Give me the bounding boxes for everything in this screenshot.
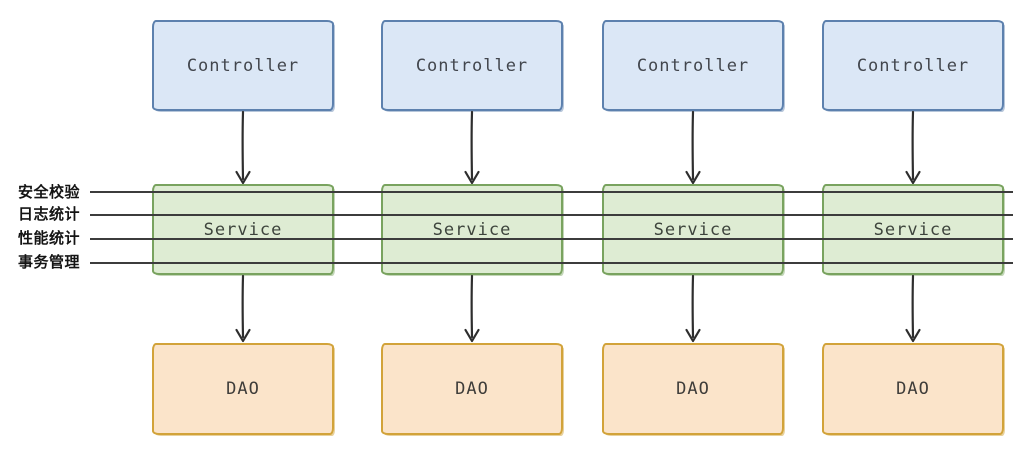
controller-label: Controller	[415, 55, 529, 76]
aspect-line-transaction-management	[90, 262, 1013, 264]
arrow-down-icon	[235, 111, 251, 185]
dao-label: DAO	[455, 379, 489, 399]
dao-box-4: DAO	[822, 343, 1004, 435]
aspect-label-security-check: 安全校验	[18, 184, 81, 201]
service-box-1: Service	[152, 184, 334, 275]
service-box-2: Service	[381, 184, 563, 275]
arrow-down-icon	[905, 111, 921, 185]
service-label: Service	[653, 219, 733, 240]
dao-label: DAO	[896, 379, 930, 399]
arrow-down-icon	[464, 275, 480, 343]
dao-box-1: DAO	[152, 343, 334, 435]
aspect-label-log-statistics: 日志统计	[18, 206, 81, 223]
controller-label: Controller	[636, 55, 750, 76]
controller-box-1: Controller	[152, 20, 334, 111]
service-label: Service	[432, 219, 512, 240]
arrow-down-icon	[235, 275, 251, 343]
dao-label: DAO	[226, 379, 260, 399]
arrow-down-icon	[464, 111, 480, 185]
controller-box-3: Controller	[602, 20, 784, 111]
controller-box-2: Controller	[381, 20, 563, 111]
aspect-label-transaction-management: 事务管理	[18, 254, 81, 271]
service-box-3: Service	[602, 184, 784, 275]
dao-label: DAO	[676, 379, 710, 399]
arrow-down-icon	[685, 111, 701, 185]
aspect-line-log-statistics	[90, 214, 1013, 216]
dao-box-2: DAO	[381, 343, 563, 435]
arrow-down-icon	[905, 275, 921, 343]
service-label: Service	[873, 219, 953, 240]
service-label: Service	[203, 219, 283, 240]
controller-label: Controller	[186, 55, 300, 76]
dao-box-3: DAO	[602, 343, 784, 435]
aspect-line-performance-statistics	[90, 238, 1013, 240]
arrow-down-icon	[685, 275, 701, 343]
aspect-line-security-check	[90, 191, 1013, 193]
controller-box-4: Controller	[822, 20, 1004, 111]
aspect-label-performance-statistics: 性能统计	[18, 230, 81, 247]
service-box-4: Service	[822, 184, 1004, 275]
controller-label: Controller	[856, 55, 970, 76]
